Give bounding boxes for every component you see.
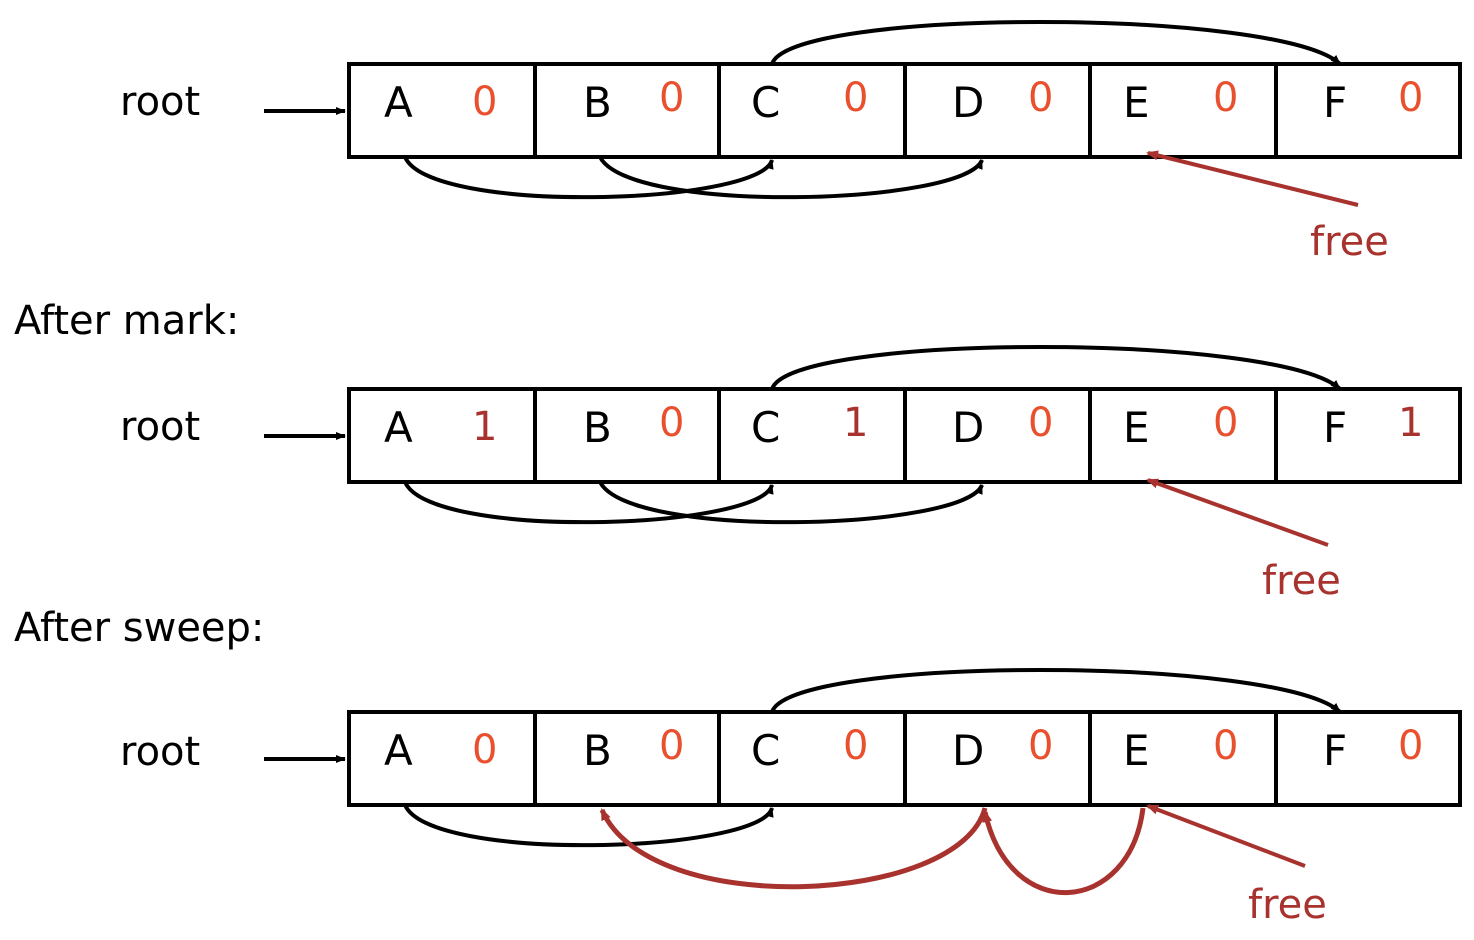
- mark-bit: 0: [659, 75, 684, 121]
- root-label: root: [120, 729, 200, 775]
- cell-letter: A: [384, 403, 413, 452]
- mark-bit: 0: [1398, 723, 1423, 769]
- mark-bit: 0: [1213, 723, 1238, 769]
- heap-cell-a: [347, 62, 537, 159]
- pointer-b-to-d: [598, 155, 984, 200]
- root-label: root: [120, 404, 200, 450]
- cell-letter: F: [1323, 403, 1347, 452]
- after-sweep-heading: After sweep:: [14, 605, 264, 651]
- heap-row-after-mark: root A B C D E F 1 0 1 0 0 1 free: [120, 345, 1462, 604]
- mark-bit: 0: [472, 727, 497, 773]
- pointer-c-to-f: [770, 668, 1342, 714]
- free-label: free: [1310, 219, 1389, 265]
- pointer-b-to-d: [598, 480, 984, 525]
- heap-cell-b: [533, 710, 721, 807]
- cell-letter: C: [751, 403, 780, 452]
- heap-cell-e: [1088, 710, 1278, 807]
- mark-bit: 0: [1028, 723, 1053, 769]
- heap-cell-f: [1274, 710, 1462, 807]
- pointer-a-to-c: [403, 481, 774, 525]
- heap-cells: [347, 387, 1462, 484]
- after-mark-heading: After mark:: [14, 298, 239, 344]
- free-list-e-to-d: [982, 807, 1146, 896]
- heap-cell-f: [1274, 387, 1462, 484]
- heap-cell-e: [1088, 387, 1278, 484]
- heap-cells: [347, 710, 1462, 807]
- cell-letter: B: [583, 403, 612, 452]
- free-pointer-arrow: [1146, 804, 1306, 868]
- mark-bit: 0: [843, 723, 868, 769]
- heap-row-after-sweep: root A B C D E F 0 0 0 0 0 0 free: [120, 668, 1462, 928]
- pointer-a-to-c: [403, 156, 774, 200]
- heap-row-initial: root A B C D E F 0 0 0 0 0 0 free: [120, 20, 1462, 265]
- heap-cell-f: [1274, 62, 1462, 159]
- heap-cell-d: [903, 62, 1092, 159]
- cell-letter: A: [384, 726, 413, 775]
- mark-bit: 0: [659, 400, 684, 446]
- cell-letter: D: [952, 403, 984, 452]
- cell-letter: B: [583, 726, 612, 775]
- cell-letter: F: [1323, 78, 1347, 127]
- cell-letter: E: [1123, 78, 1150, 127]
- heap-cell-c: [717, 387, 907, 484]
- cell-letter: A: [384, 78, 413, 127]
- pointer-c-to-f: [770, 20, 1342, 66]
- pointer-c-to-f: [770, 345, 1342, 391]
- free-list-d-to-b: [599, 807, 988, 890]
- mark-bit: 0: [1213, 75, 1238, 121]
- mark-bit: 1: [472, 404, 497, 450]
- free-label: free: [1248, 882, 1327, 928]
- cell-letter: F: [1323, 726, 1347, 775]
- mark-bit: 0: [472, 79, 497, 125]
- heap-cell-d: [903, 387, 1092, 484]
- free-pointer-arrow: [1146, 150, 1359, 207]
- cell-letter: C: [751, 726, 780, 775]
- heap-cell-c: [717, 710, 907, 807]
- cell-letter: E: [1123, 403, 1150, 452]
- mark-bit: 0: [843, 75, 868, 121]
- heap-cell-c: [717, 62, 907, 159]
- mark-bit: 1: [843, 400, 868, 446]
- cell-letter: C: [751, 78, 780, 127]
- cell-letter: D: [952, 78, 984, 127]
- heap-cell-d: [903, 710, 1092, 807]
- mark-bit: 0: [1028, 400, 1053, 446]
- mark-bit: 0: [659, 723, 684, 769]
- mark-bit: 0: [1398, 75, 1423, 121]
- mark-bit: 0: [1213, 400, 1238, 446]
- free-label: free: [1262, 558, 1341, 604]
- heap-cell-b: [533, 387, 721, 484]
- heap-cells: [347, 62, 1462, 159]
- mark-bit: 1: [1398, 400, 1423, 446]
- heap-cell-e: [1088, 62, 1278, 159]
- pointer-a-to-c: [403, 804, 774, 848]
- root-label: root: [120, 79, 200, 125]
- free-pointer-arrow: [1146, 478, 1329, 547]
- heap-cell-a: [347, 710, 537, 807]
- mark-bit: 0: [1028, 75, 1053, 121]
- heap-cell-b: [533, 62, 721, 159]
- cell-letter: D: [952, 726, 984, 775]
- cell-letter: B: [583, 78, 612, 127]
- cell-letter: E: [1123, 726, 1150, 775]
- heap-cell-a: [347, 387, 537, 484]
